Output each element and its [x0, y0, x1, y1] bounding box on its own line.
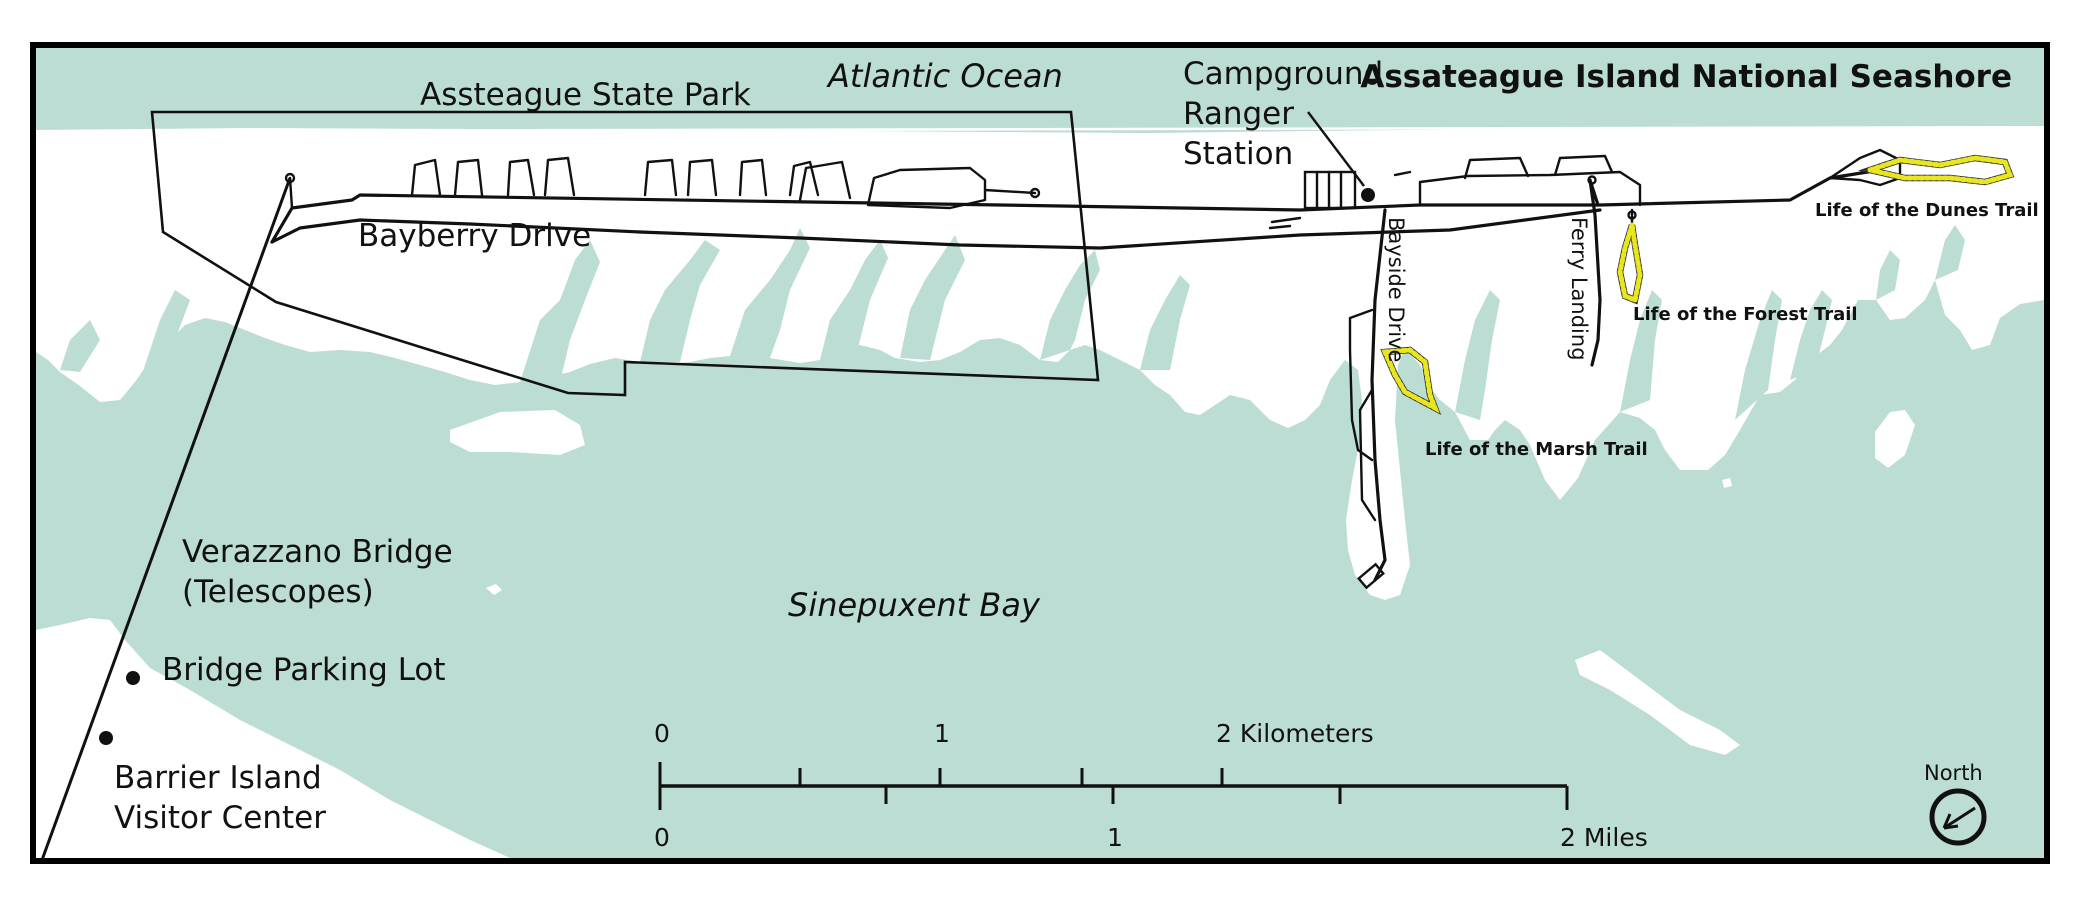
road-network [270, 148, 1902, 590]
bridge-parking-label: Bridge Parking Lot [162, 652, 446, 688]
forest-trail-label: Life of the Forest Trail [1633, 304, 1858, 325]
atlantic-ocean-label: Atlantic Ocean [826, 57, 1063, 95]
north-label: North [1924, 761, 1983, 785]
dunes-trail-path [1860, 155, 2014, 185]
visitor-center-label-line2: Visitor Center [114, 800, 326, 836]
campground-label-line2: Ranger [1183, 96, 1294, 132]
sinepuxent-bay-label: Sinepuxent Bay [788, 586, 1041, 624]
trail-paths [1380, 154, 2015, 415]
scale-bar: 0 1 2 Kilometers 0 1 2 Miles [654, 719, 1648, 852]
marsh-inlets [60, 225, 1965, 420]
ocean-shore [36, 126, 2044, 133]
north-arrow: North [1924, 761, 1987, 846]
scale-mi-0: 0 [654, 823, 670, 852]
visitor-center-marker[interactable] [99, 731, 113, 745]
forest-trail-path [1617, 224, 1643, 304]
dunes-trail-label: Life of the Dunes Trail [1815, 200, 2039, 221]
scale-mi-1: 1 [1107, 823, 1123, 852]
mainland [36, 618, 510, 858]
ranger-station-marker[interactable] [1361, 188, 1375, 202]
bay-islands [450, 410, 1915, 755]
ferry-landing-label: Ferry Landing [1567, 217, 1591, 361]
scale-km-1: 1 [934, 719, 950, 748]
marsh-trail-path [1381, 347, 1440, 414]
scale-mi-2: 2 Miles [1560, 823, 1648, 852]
visitor-center-label-line1: Barrier Island [114, 760, 322, 796]
compass-icon [1929, 788, 1987, 846]
bridge-label-line2: (Telescopes) [182, 574, 374, 610]
state-park-boundary [150, 110, 1100, 397]
state-park-label: Assteague State Park [420, 77, 751, 113]
bayside-drive-label: Bayside Drive [1384, 217, 1408, 362]
ranger-station-leader [1307, 111, 1365, 187]
barrier-island [36, 126, 2044, 600]
campground-label-line1: Campground [1183, 56, 1383, 92]
bridge-parking-marker[interactable] [126, 671, 140, 685]
campground-label-line3: Station [1183, 136, 1293, 172]
scale-km-2: 2 Kilometers [1216, 719, 1374, 748]
bridge-label-line1: Verazzano Bridge [182, 534, 453, 570]
verazzano-bridge [40, 177, 292, 861]
scale-km-0: 0 [654, 719, 670, 748]
bayberry-drive-label: Bayberry Drive [358, 218, 591, 254]
map-title: Assateague Island National Seashore [1360, 59, 2012, 95]
marsh-trail-label: Life of the Marsh Trail [1425, 439, 1648, 460]
